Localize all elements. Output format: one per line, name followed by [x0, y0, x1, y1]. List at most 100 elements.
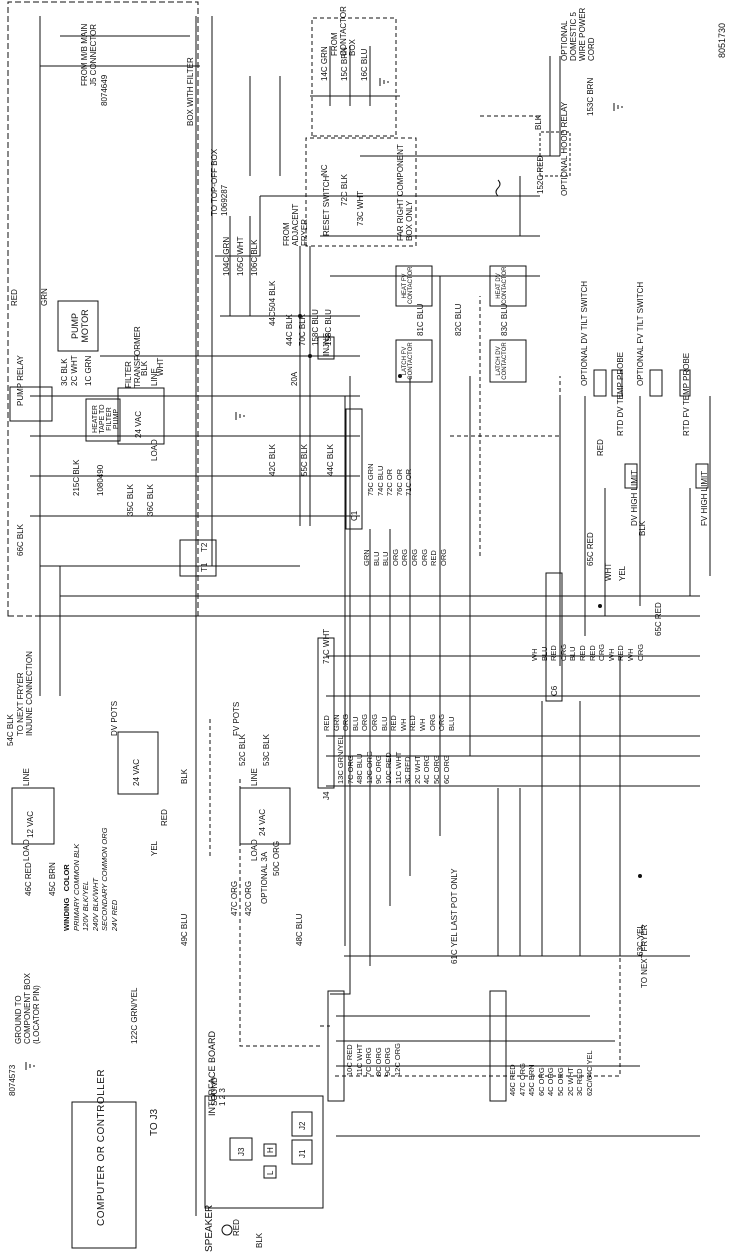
j4-color-list: RED GRN ORG BLU ORG ORG BLU RED WH RED W… [322, 714, 456, 731]
cell: COMMON [100, 846, 110, 882]
winding-row: SECONDARY COMMON ORG [100, 827, 110, 931]
optional-3a: OPTIONAL 3A [260, 851, 269, 904]
probe-yel: YEL [618, 565, 627, 581]
controller-box [71, 1101, 137, 1249]
j3-connector-box [229, 1137, 253, 1161]
wire-158c-a: 158C BLU [311, 309, 320, 346]
hood-relay-outline [539, 131, 571, 177]
j4-color: ORG [369, 713, 379, 731]
j4-color: BLU [379, 716, 389, 731]
c1-color: BLU [371, 551, 381, 566]
wire-61c: 61C YEL LAST POT ONLY [450, 868, 459, 964]
heat-fv-contactor [395, 265, 433, 307]
j4-color: RED [322, 715, 331, 731]
contactor-81c: 81C BLU [416, 303, 425, 336]
fv-high-limit-label: FV HIGH LIMIT [700, 470, 709, 526]
reset-switch-label: RESET SWITCH [322, 175, 331, 236]
pump-relay-1c: 1C GRN [84, 355, 93, 386]
rtd-fv-probe [679, 369, 691, 397]
wire-42c: 42C ORG [244, 880, 253, 916]
c1-wire: 74C BLU [375, 465, 385, 496]
wire-71c: 71C WHT [322, 628, 331, 664]
j1-wire: 8C ORG [373, 1047, 383, 1076]
l-label: L [266, 1170, 275, 1175]
j4-wire: 2C WHT [412, 755, 422, 784]
wire-44c-blk-b: 44C BLK [326, 443, 335, 476]
h-switch-box [263, 1143, 277, 1157]
wire-main-26 [215, 196, 261, 257]
reset-73c: 73C WHT [356, 190, 365, 226]
j2-wire: 5C ORG [555, 1067, 565, 1096]
top-off-44c504: 44C504 BLK [268, 280, 277, 326]
heater-215c: 215C BLK [72, 459, 81, 496]
to-j3-label: TO J3 [149, 1108, 160, 1136]
c6-color-list: WH BLU RED ORG BLU RED RED ORG WH RED WH… [530, 644, 645, 661]
cell: PRIMARY [71, 897, 81, 931]
j2-wire-list: 46C RED 47C ORG 45C BRN 6C ORG 4C ORG 5C… [508, 1050, 594, 1096]
fv-pots-label: 24 VAC [258, 809, 267, 836]
c1-color: ORG [409, 548, 419, 566]
c6-color: WH [530, 648, 539, 662]
j1-wire: 7C ORG [364, 1047, 374, 1076]
c6-color: RED [577, 645, 587, 661]
j2-wire: 45C BRN [527, 1064, 537, 1096]
ground-text: GROUND TO COMPONENT BOX (LOCATOR PIN) [14, 973, 41, 1044]
interface-board-box [204, 1095, 324, 1209]
dv-pots-red: RED [160, 809, 169, 826]
dv-tilt-switch [593, 369, 607, 397]
latch-fv-label: LATCH FV CONTACTOR [402, 342, 414, 380]
sound-pins: 1 2 3 [218, 1088, 227, 1106]
c1-label: C1 [350, 510, 359, 521]
cell: COMMON [71, 860, 81, 895]
j4-wire: 5C ORG [431, 755, 441, 784]
wire-48c: 48C BLU [295, 913, 304, 946]
j2-wire: 47C ORG [517, 1063, 527, 1096]
j4-strip [317, 637, 335, 789]
rtd-dv-probe [611, 369, 623, 397]
j4-color: BLU [350, 716, 360, 731]
j1-label: J1 [298, 1149, 307, 1158]
dv-pots-yel: YEL [150, 840, 159, 856]
c1-color: BLU [381, 551, 391, 566]
winding-row: 120V BLK/YEL [81, 827, 91, 931]
pump-motor-label: PUMP MOTOR [70, 309, 90, 343]
winding-row: 240V BLK/WHT [91, 827, 101, 931]
j1-wire: 10C RED [345, 1044, 354, 1076]
box-part-number: 8074649 [100, 74, 109, 106]
j4-color: ORG [360, 713, 370, 731]
latch-dv-label: LATCH DV CONTACTOR [496, 342, 508, 380]
ground-part-number: 8074573 [8, 1064, 17, 1096]
wire-42c-blk: 42C BLK [268, 443, 277, 476]
j4-wire: 13C GRN/YEL [336, 735, 345, 784]
dv-pots-label: 24 VAC [132, 759, 141, 786]
heater-tape-box [85, 398, 121, 442]
j4-wire: 9C ORG [374, 755, 384, 784]
latch-fv-contactor [395, 339, 433, 383]
terminal-t2: T2 [200, 542, 209, 552]
j1-wire: 12C ORG [392, 1043, 402, 1076]
j2-wire: 46C RED [508, 1064, 517, 1096]
next-fryer-injune: TO NEXT FRYER INJUNE CONNECTION [16, 651, 34, 736]
box-with-filter-title: BOX WITH FILTER [186, 57, 195, 126]
wire-50c: 50C ORG [272, 840, 281, 876]
c6-color: BLU [539, 646, 549, 661]
j4-wire: 11C WHT [393, 751, 403, 784]
heat-fv-label: HEAT FV CONTACTOR [402, 266, 414, 304]
j4-wire: 6C ORG [441, 755, 451, 784]
terminal-t1: T1 [200, 562, 209, 572]
fv-pots-line: LINE [250, 768, 259, 786]
fv-pots-title: FV POTS [232, 701, 241, 736]
rtd-fv-label: RTD FV TEMP PROBE [682, 352, 691, 436]
tilt-fv-label: OPTIONAL FV TILT SWITCH [636, 281, 645, 386]
t12-label: 12 VAC [26, 811, 35, 838]
probe-wht: WHT [604, 562, 613, 581]
j2-wire: 4C ORG [546, 1067, 556, 1096]
j4-wire: 7C ORG [345, 755, 355, 784]
ground-1 [25, 1062, 35, 1070]
winding-row: PRIMARY COMMON BLK [72, 827, 82, 931]
fv-pots-wire-53c: 53C BLK [262, 733, 271, 766]
j2-wire: 3C RED [575, 1068, 585, 1096]
dv-high-limit-label: DV HIGH LIMIT [630, 469, 639, 526]
junction-2 [298, 314, 302, 318]
ground-3 [613, 103, 623, 111]
